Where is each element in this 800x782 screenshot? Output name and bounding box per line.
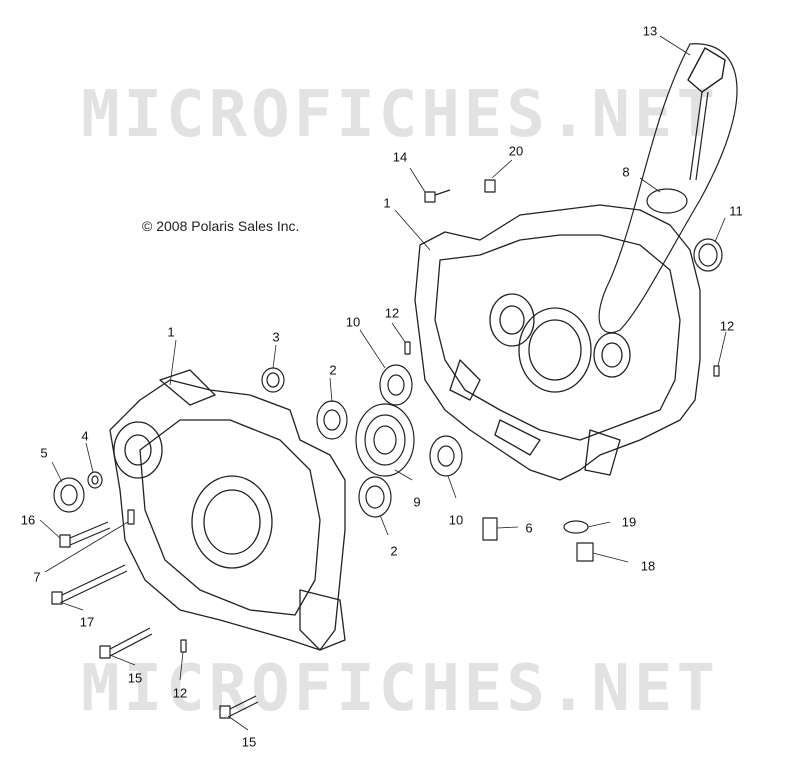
dowel-pin-12-upper [404,341,411,355]
callout-2-upper: 2 [329,362,337,378]
seal-5 [53,477,85,513]
dowel-pin-12-lower [180,639,187,653]
callout-15-upper: 15 [127,670,143,686]
callout-16: 16 [20,512,36,528]
callout-12-right: 12 [719,318,735,334]
callout-19: 19 [621,514,637,530]
bolt-14 [424,189,451,203]
bearing-9 [355,403,415,477]
leader-lines [39,35,727,731]
bearing-10-lower [429,435,463,477]
callout-4: 4 [81,428,89,444]
dowel-pin-7 [127,509,135,525]
callout-8: 8 [622,164,630,180]
seal-11 [693,238,723,272]
drain-plug-6 [482,517,498,541]
callout-14: 14 [392,149,408,165]
callout-12-lower: 12 [172,685,188,701]
callout-1-right: 1 [383,195,391,211]
dowel-pin-12-right [713,365,720,377]
bearing-2-upper [316,400,348,440]
washer-19 [563,520,589,534]
callout-2-lower: 2 [390,543,398,559]
callout-10-lower: 10 [448,512,464,528]
callout-15-lower: 15 [241,734,257,750]
seal-4 [87,471,103,489]
callout-1-left: 1 [167,324,175,340]
callout-3: 3 [272,329,280,345]
callout-9: 9 [413,494,421,510]
bolt-17 [51,564,128,605]
callout-5: 5 [40,445,48,461]
bearing-10-upper [379,364,413,406]
callout-6: 6 [525,520,533,536]
right-crankcase-half [414,204,701,481]
left-crankcase-half [109,369,346,651]
dowel-20 [484,179,496,193]
callout-18: 18 [640,558,656,574]
callout-17: 17 [79,614,95,630]
dipstick-assembly [598,43,738,334]
bolt-16 [59,521,111,548]
bolt-15-lower [219,695,259,719]
callout-12-upper: 12 [384,305,400,321]
copyright-notice: © 2008 Polaris Sales Inc. [142,218,300,234]
drain-plug-18 [576,542,594,562]
bolt-15-upper [99,627,153,659]
callout-13: 13 [642,23,658,39]
callout-7: 7 [33,569,41,585]
callout-11: 11 [729,203,743,219]
callout-10-upper: 10 [345,314,361,330]
bearing-2-lower [358,476,392,518]
callout-20: 20 [508,143,524,159]
bearing-3 [261,367,285,393]
